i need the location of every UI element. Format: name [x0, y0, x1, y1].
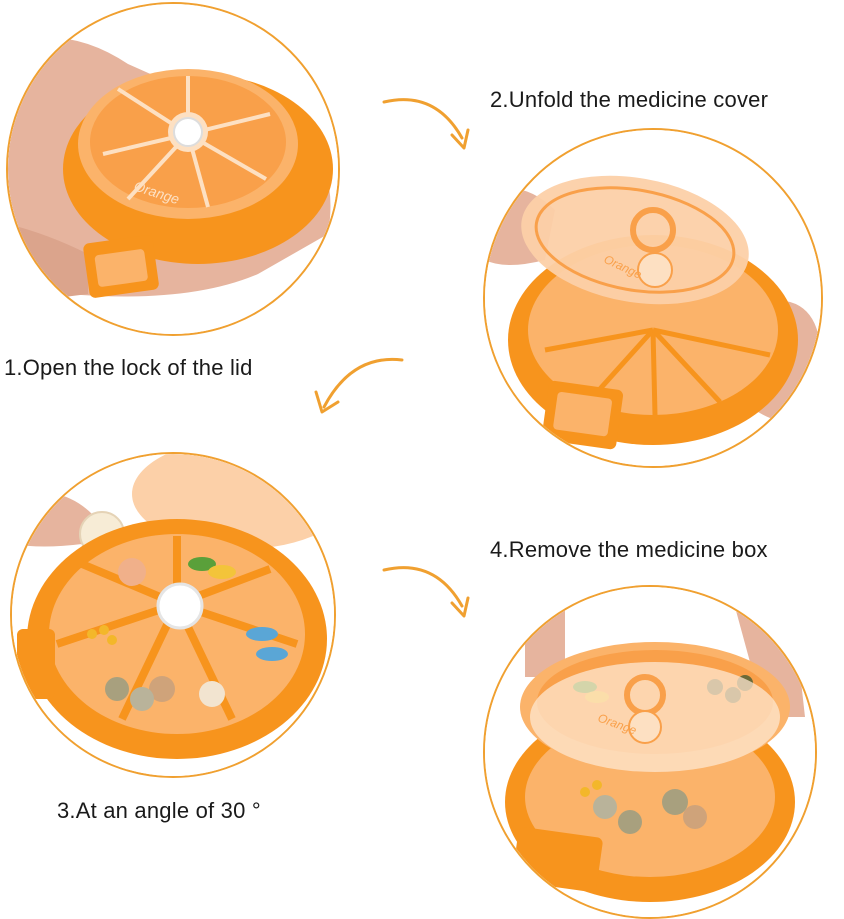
step3-photo	[10, 452, 336, 778]
step4-photo: Orange	[483, 585, 817, 919]
center-knob	[173, 117, 203, 147]
step1-illustration: Orange	[8, 4, 338, 334]
step1-photo: Orange	[6, 2, 340, 336]
step2-caption: 2.Unfold the medicine cover	[490, 87, 769, 112]
arrow-step3-to-step4	[382, 566, 470, 618]
step4-caption: 4.Remove the medicine box	[490, 537, 768, 562]
step2-photo: Orange	[483, 128, 823, 468]
step4-illustration: Orange	[485, 587, 815, 917]
center-knob	[156, 582, 204, 630]
lid-lock	[512, 827, 603, 892]
pills	[580, 780, 707, 834]
lid-lock	[17, 629, 55, 699]
step3-illustration	[12, 454, 334, 776]
arrow-step2-to-step3	[314, 357, 404, 414]
step2-illustration: Orange	[485, 130, 821, 466]
step3-caption: 3.At an angle of 30 °	[57, 798, 261, 823]
arrow-step1-to-step2	[382, 98, 470, 150]
pills	[87, 557, 288, 711]
step1-caption: 1.Open the lock of the lid	[4, 355, 253, 380]
